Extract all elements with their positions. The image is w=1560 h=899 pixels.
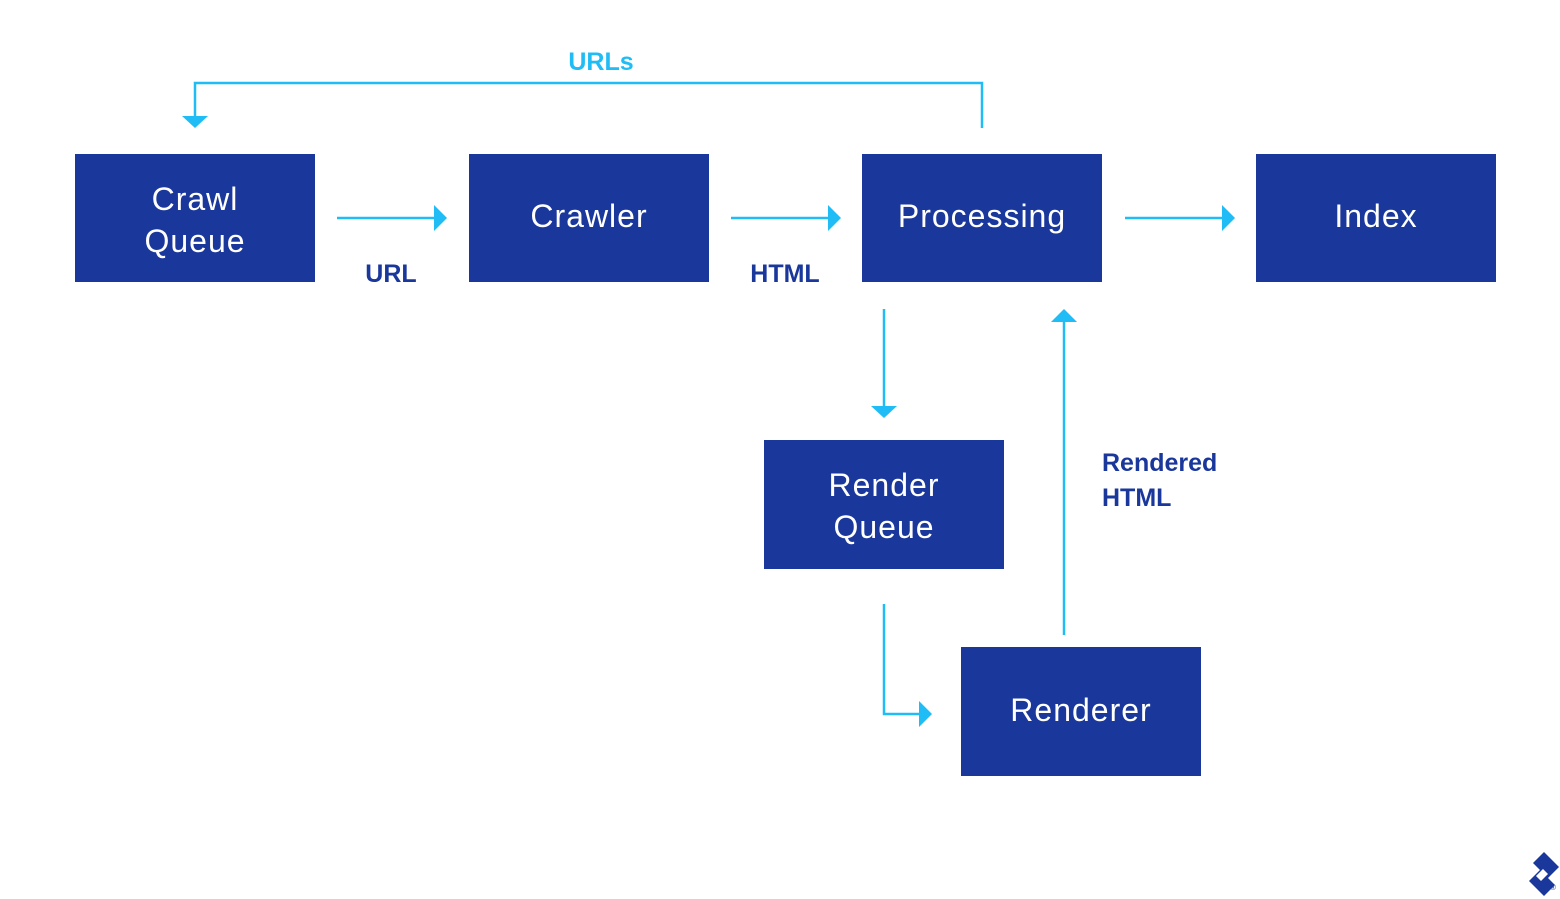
logo-registered-mark: ® <box>1550 883 1556 892</box>
node-index-label: Index <box>1334 198 1417 234</box>
toptal-logo-icon: ® <box>1529 852 1559 896</box>
node-crawl-queue-line1: Crawl <box>152 181 239 217</box>
edge-processing-to-render-queue <box>871 309 897 418</box>
edge-urls-feedback: URLs <box>182 48 984 128</box>
edge-label-html: HTML <box>750 260 819 288</box>
edge-renderer-to-processing: Rendered HTML <box>1051 309 1217 635</box>
node-processing-label: Processing <box>898 198 1066 234</box>
node-crawler-label: Crawler <box>530 198 647 234</box>
edge-crawl-queue-to-crawler: URL <box>337 205 447 288</box>
node-crawler: Crawler <box>469 154 709 282</box>
node-render-queue-line2: Queue <box>833 509 934 545</box>
node-crawl-queue-line2: Queue <box>144 223 245 259</box>
edge-processing-to-index <box>1125 205 1235 231</box>
node-render-queue: Render Queue <box>764 440 1004 569</box>
node-crawl-queue: Crawl Queue <box>75 154 315 282</box>
edge-render-queue-to-renderer <box>882 604 932 727</box>
edge-label-rendered: Rendered <box>1102 449 1217 477</box>
edge-crawler-to-processing: HTML <box>731 205 841 288</box>
edge-label-rendered-html: HTML <box>1102 484 1171 512</box>
node-renderer-label: Renderer <box>1010 692 1151 728</box>
node-processing: Processing <box>862 154 1102 282</box>
edge-label-urls: URLs <box>568 48 633 76</box>
node-renderer: Renderer <box>961 647 1201 776</box>
node-index: Index <box>1256 154 1496 282</box>
node-render-queue-line1: Render <box>829 467 940 503</box>
edge-label-url: URL <box>365 260 416 288</box>
